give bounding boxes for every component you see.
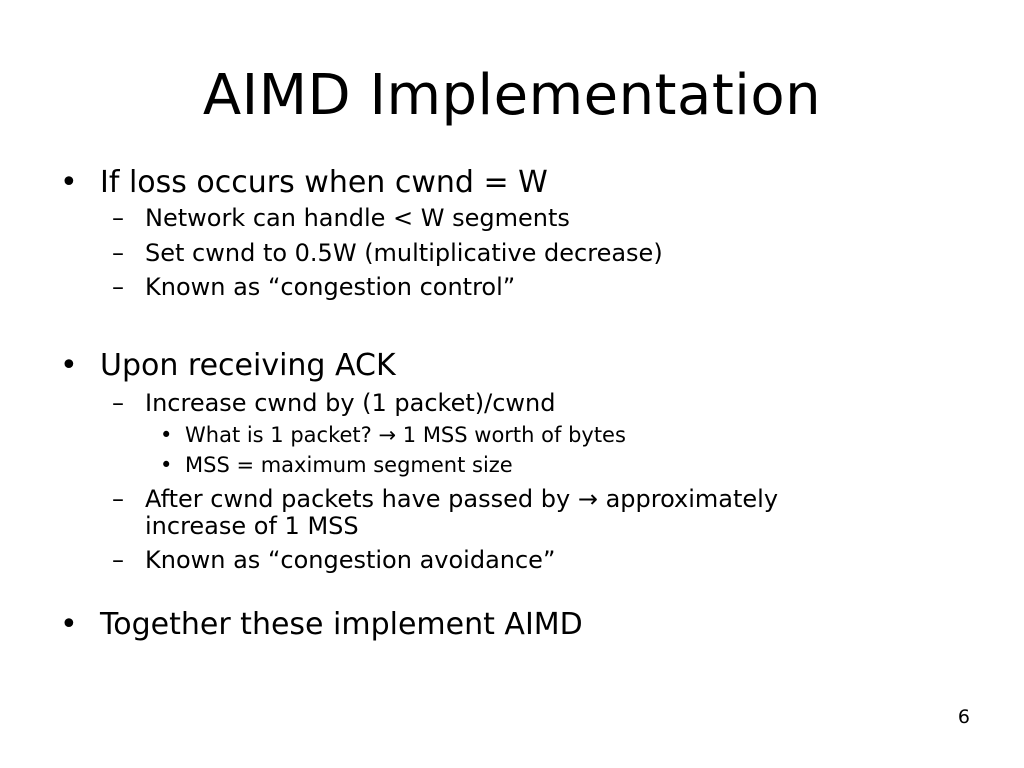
sub-bullet-after-cwnd-packets: After cwnd packets have passed by → appr…: [145, 485, 779, 513]
dash-marker: –: [112, 546, 124, 574]
slide-title: AIMD Implementation: [202, 63, 822, 128]
bullet-marker: •: [60, 348, 78, 383]
dash-marker: –: [112, 204, 124, 232]
bullet-together-aimd: Together these implement AIMD: [100, 607, 583, 642]
sub-sub-bullet-mss-definition: MSS = maximum segment size: [185, 453, 513, 477]
bullet-marker: •: [60, 607, 78, 642]
sub-bullet-marker: •: [160, 423, 173, 447]
sub-bullet-marker: •: [160, 453, 173, 477]
arrow-right-icon: →: [378, 423, 397, 447]
sub-bullet-after-cwnd-continuation: increase of 1 MSS: [145, 512, 359, 540]
sub-bullet-congestion-control: Known as “congestion control”: [145, 273, 516, 301]
dash-marker: –: [112, 239, 124, 267]
dash-marker: –: [112, 389, 124, 417]
sub-bullet-set-cwnd: Set cwnd to 0.5W (multiplicative decreas…: [145, 239, 663, 267]
bullet-marker: •: [60, 165, 78, 200]
dash-marker: –: [112, 273, 124, 301]
bullet-loss-occurs: If loss occurs when cwnd = W: [100, 165, 548, 200]
page-number: 6: [957, 706, 970, 728]
sub-bullet-network-handle: Network can handle < W segments: [145, 204, 570, 232]
sub-sub-bullet-what-is-packet: What is 1 packet? → 1 MSS worth of bytes: [185, 423, 626, 447]
dash-marker: –: [112, 485, 124, 513]
arrow-right-icon: →: [577, 485, 598, 513]
sub-bullet-increase-cwnd: Increase cwnd by (1 packet)/cwnd: [145, 389, 556, 417]
bullet-receiving-ack: Upon receiving ACK: [100, 348, 396, 383]
sub-bullet-congestion-avoidance: Known as “congestion avoidance”: [145, 546, 556, 574]
